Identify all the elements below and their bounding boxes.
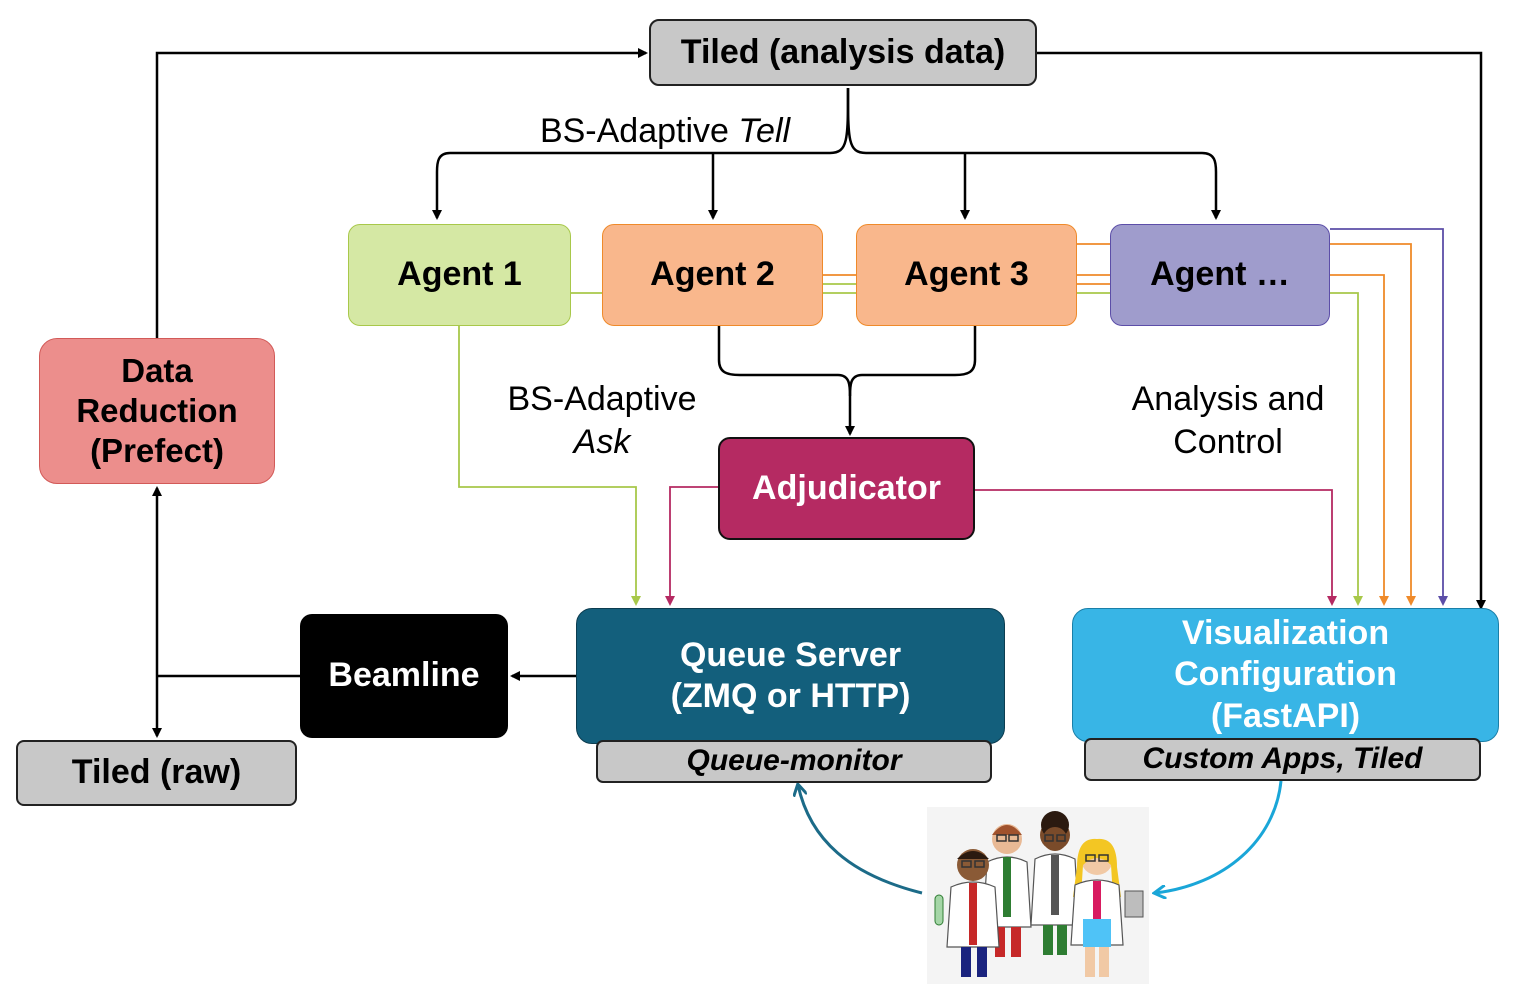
adjudicator-node: Adjudicator [718, 437, 975, 540]
tell-label: BS-Adaptive Tell [520, 110, 810, 153]
custom-apps-to-scientists-arrow [1155, 780, 1283, 893]
agent-more-label: Agent … [1150, 255, 1290, 294]
ask-label: BS-Adaptive Ask [490, 378, 714, 464]
visualization-node: Visualization Configuration (FastAPI) [1072, 608, 1499, 742]
tiled-analysis-node: Tiled (analysis data) [649, 19, 1037, 86]
queue-server-node: Queue Server (ZMQ or HTTP) [576, 608, 1005, 744]
tell-word: Tell [738, 112, 791, 150]
custom-apps-label: Custom Apps, Tiled [1142, 742, 1423, 776]
queue-server-label: Queue Server (ZMQ or HTTP) [670, 636, 911, 716]
custom-apps-node: Custom Apps, Tiled [1084, 738, 1481, 781]
reduction-to-tiled-arrow [155, 48, 648, 338]
scientists-illustration [927, 807, 1149, 984]
data-reduction-node: Data Reduction (Prefect) [39, 338, 275, 484]
agent-1-node: Agent 1 [348, 224, 571, 326]
agent-2-node: Agent 2 [602, 224, 823, 326]
agent-2-label: Agent 2 [650, 255, 775, 294]
tiled-raw-label: Tiled (raw) [71, 753, 242, 792]
agents-to-adjudicator [717, 326, 855, 436]
adjudicator-to-queue-line [665, 486, 718, 606]
scientists-to-queue-monitor-arrow [798, 785, 923, 895]
analysis-control-label: Analysis and Control [1118, 378, 1338, 464]
agent-3-node: Agent 3 [856, 224, 1077, 326]
queue-monitor-node: Queue-monitor [596, 740, 992, 783]
tiled-to-visualization-arrow [1037, 51, 1486, 610]
visualization-label: Visualization Configuration (FastAPI) [1174, 614, 1397, 735]
agent-3-label: Agent 3 [904, 255, 1029, 294]
queue-monitor-label: Queue-monitor [686, 744, 902, 778]
analysis-control-text: Analysis and Control [1131, 380, 1325, 462]
agent-1-label: Agent 1 [397, 255, 522, 294]
adjudicator-label: Adjudicator [752, 468, 941, 507]
ask-prefix: BS-Adaptive [507, 380, 697, 418]
adjudicator-to-visualization-line [975, 489, 1337, 606]
tiled-analysis-label: Tiled (analysis data) [680, 32, 1006, 71]
agent-more-node: Agent … [1110, 224, 1330, 326]
beamline-node: Beamline [300, 614, 508, 738]
data-reduction-label: Data Reduction (Prefect) [76, 351, 238, 470]
tell-brace-right [846, 87, 1221, 220]
tiled-raw-node: Tiled (raw) [16, 740, 297, 806]
tell-prefix: BS-Adaptive [539, 112, 739, 150]
ask-word: Ask [573, 423, 631, 462]
agent1-to-queue-line [458, 326, 641, 606]
beamline-label: Beamline [328, 656, 480, 695]
